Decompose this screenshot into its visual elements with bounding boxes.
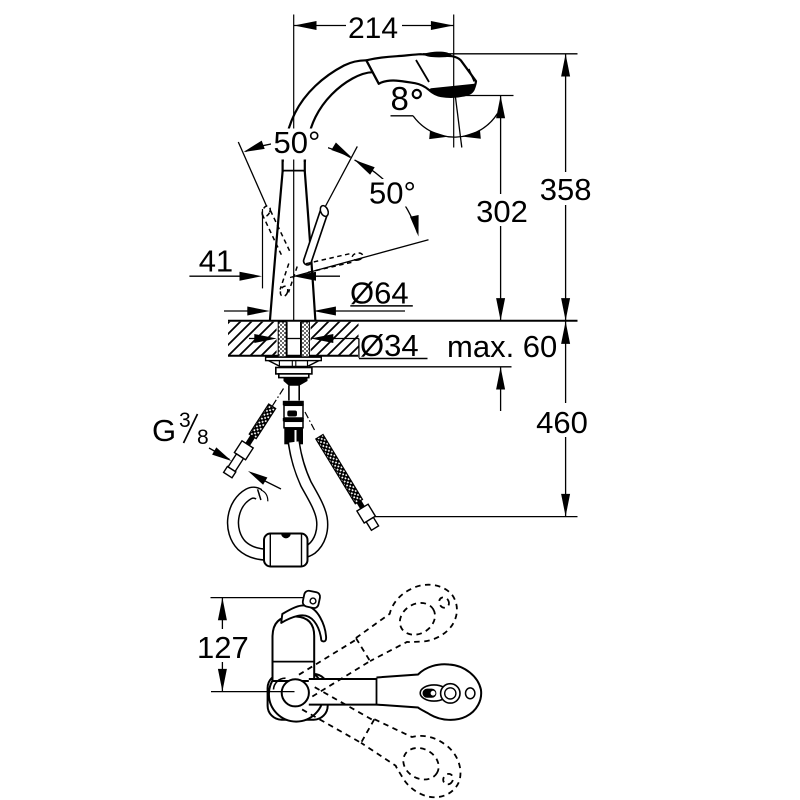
svg-text:50°: 50° [369, 175, 416, 210]
svg-text:127: 127 [197, 630, 249, 665]
svg-text:41: 41 [199, 243, 233, 278]
svg-text:302: 302 [476, 194, 528, 229]
svg-text:G: G [152, 413, 176, 448]
svg-text:Ø64: Ø64 [350, 276, 409, 311]
svg-text:50°: 50° [274, 125, 321, 160]
svg-text:358: 358 [540, 172, 592, 207]
svg-text:max. 60: max. 60 [447, 329, 557, 364]
svg-text:214: 214 [348, 12, 398, 45]
svg-text:8: 8 [197, 426, 209, 449]
svg-text:3: 3 [179, 409, 191, 432]
svg-text:8: 8 [391, 80, 409, 117]
svg-text:Ø34: Ø34 [360, 328, 419, 363]
svg-text:460: 460 [536, 405, 588, 440]
